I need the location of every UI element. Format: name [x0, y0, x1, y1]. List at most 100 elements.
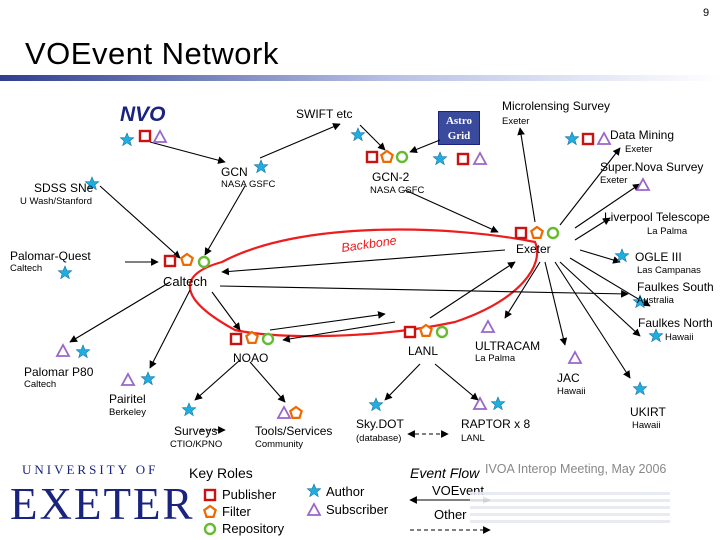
university-logo-line: UNIVERSITY OF	[22, 462, 159, 477]
arrow-gcn-to-swift	[259, 123, 341, 159]
arrow-caltech-to-p80	[69, 281, 171, 343]
sdss-label: SDSS SNe	[34, 181, 94, 195]
nvo-logo: NVO	[120, 103, 166, 126]
symbols-ultracam	[481, 320, 495, 333]
supernova-sub: Exeter	[600, 175, 628, 186]
arrow-lanl-to-exeter	[429, 261, 516, 319]
symbols-caltech	[163, 252, 211, 269]
symbols-palomarquest	[57, 265, 72, 279]
surveys-sub: CTIO/KPNO	[170, 439, 223, 450]
ultracam-label: ULTRACAM	[475, 339, 541, 353]
symbols-surveys	[182, 402, 196, 416]
pairitel-label: Pairitel	[109, 392, 146, 406]
legend-repository: Repository	[222, 521, 285, 536]
symbols-microlensing	[564, 131, 611, 146]
arrow-sdss-to-caltech	[99, 185, 181, 259]
title-underline	[0, 75, 720, 81]
symbols-exeter	[514, 225, 560, 240]
gcn2-sub: NASA GSFC	[370, 185, 425, 196]
faulkessouth-sub: Australia	[637, 295, 674, 306]
arrow-swift-to-gcn2	[359, 124, 386, 151]
raptor-label: RAPTOR x 8	[461, 417, 531, 431]
faint-footer-text	[470, 492, 670, 526]
symbols-supernova-producer	[432, 151, 487, 166]
symbols-tools	[277, 405, 303, 419]
arrow-exeter-to-datamining	[559, 147, 621, 226]
faulkessouth-label: Faulkes South	[637, 280, 714, 294]
noao-label: NOAO	[233, 351, 269, 365]
symbols-ogle	[614, 248, 630, 262]
datamining-sub: Exeter	[625, 144, 653, 155]
palomarp80-sub: Caltech	[24, 379, 57, 390]
symbols-raptor	[473, 396, 506, 410]
microlensing-label: Microlensing Survey	[502, 99, 611, 113]
arrow-caltech-to-noao	[211, 291, 241, 331]
symbols-swift	[350, 127, 366, 141]
ogle-sub: Las Campanas	[637, 265, 701, 276]
arrow-noao-to-surveys	[194, 359, 241, 401]
datamining-label: Data Mining	[610, 128, 675, 142]
arrow-exeter-to-ukirt	[554, 261, 631, 379]
supernova-label: Super.Nova Survey	[600, 160, 704, 174]
arrow-exeter-to-jac	[544, 261, 568, 346]
arrow-nvo-to-gcn	[149, 141, 226, 164]
palomarp80-label: Palomar P80	[24, 365, 94, 379]
arrow-noao-to-tools	[249, 361, 286, 403]
legend-roles-title: Key Roles	[189, 465, 253, 481]
university-logo-name: EXETER	[10, 479, 195, 529]
arrow-exeter-to-ultracam	[504, 261, 541, 319]
gcn2-label: GCN-2	[372, 170, 410, 184]
jac-sub: Hawaii	[557, 386, 586, 397]
tools-label: Tools/Services	[255, 424, 333, 438]
ukirt-label: UKIRT	[630, 405, 666, 419]
symbols-noao	[229, 330, 275, 346]
palomarquest-sub: Caltech	[10, 263, 43, 274]
faulkesnorth-sub: Hawaii	[665, 332, 694, 343]
liverpool-label: Liverpool Telescope	[604, 210, 710, 224]
swift-label: SWIFT etc	[296, 107, 353, 121]
ukirt-sub: Hawaii	[632, 420, 661, 431]
page-number: 9	[703, 7, 710, 19]
symbols-jac	[568, 351, 582, 364]
skydot-label: Sky.DOT	[356, 417, 404, 431]
arrow-exeter-to-faulkesnorth	[559, 261, 641, 337]
symbols-nvo	[120, 129, 167, 146]
surveys-label: Surveys	[174, 424, 218, 438]
pairitel-sub: Berkeley	[109, 407, 146, 418]
arrow-exeter-to-ogle	[579, 249, 621, 264]
symbols-ukirt	[632, 381, 648, 395]
legend-publisher: Publisher	[222, 487, 277, 502]
arrow-exeter-to-microlensing	[517, 127, 536, 223]
caltech-label: Caltech	[163, 274, 208, 289]
legend-subscriber: Subscriber	[326, 502, 389, 517]
legend-flow-title: Event Flow	[410, 465, 480, 481]
arrow-caltech-to-faulkessouth	[219, 285, 629, 298]
ogle-label: OGLE III	[635, 250, 682, 264]
palomarquest-label: Palomar-Quest	[10, 249, 91, 263]
symbols-gcn2	[365, 149, 409, 164]
arrow-gcn2-to-exeter	[404, 189, 499, 233]
symbols-faulkesnorth	[648, 328, 664, 342]
symbols-lanl	[403, 323, 449, 339]
symbols-pairitel	[121, 371, 155, 386]
arrow-exeter-to-caltech	[221, 249, 506, 276]
arrow-gcn-to-caltech	[204, 185, 246, 256]
tools-sub: Community	[255, 439, 304, 450]
legend-author: Author	[326, 484, 365, 499]
arrow-noao-to-lanl	[269, 311, 386, 331]
arrow-exeter-to-supernova	[574, 183, 641, 229]
faulkesnorth-label: Faulkes North	[638, 316, 713, 330]
arrow-exeter-to-liverpool	[574, 217, 611, 241]
astrogrid-logo-line1: Astro	[445, 115, 473, 127]
arrow-lanl-to-raptor	[434, 363, 479, 401]
arrow-lanl-to-skydot	[384, 363, 421, 401]
voevent-arrows	[69, 123, 651, 403]
symbols-palomarp80	[56, 344, 90, 358]
arrow-lanl-to-noao	[282, 321, 396, 343]
microlensing-sub: Exeter	[502, 116, 530, 127]
sdss-sub: U Wash/Stanford	[20, 196, 92, 207]
exeter-label: Exeter	[516, 242, 551, 256]
lanl-label: LANL	[408, 344, 439, 358]
